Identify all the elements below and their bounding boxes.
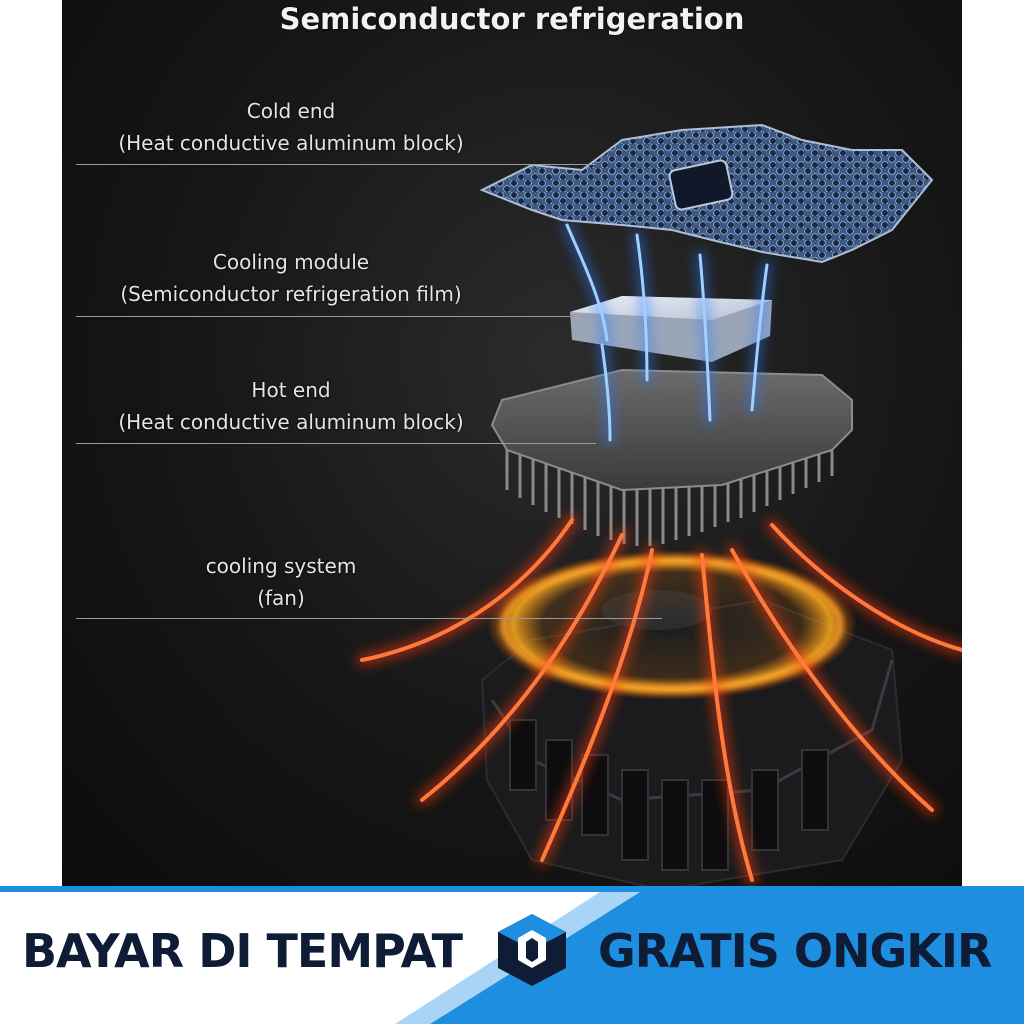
label-hot-end-detail: (Heat conductive aluminum block) xyxy=(76,406,506,438)
free-shipping-label: GRATIS ONGKIR xyxy=(598,924,991,978)
label-cold-end-detail: (Heat conductive aluminum block) xyxy=(76,127,506,159)
leader-cooling-module xyxy=(76,316,596,317)
label-hot-end: Hot end (Heat conductive aluminum block) xyxy=(76,374,506,438)
leader-hot-end xyxy=(76,443,596,444)
diagram-panel: Semiconductor refrigeration Cold end (He… xyxy=(62,0,962,890)
label-cooling-system-name: cooling system xyxy=(76,550,486,582)
label-cooling-module: Cooling module (Semiconductor refrigerat… xyxy=(76,246,506,310)
leader-cold-end xyxy=(76,164,596,165)
label-cold-end: Cold end (Heat conductive aluminum block… xyxy=(76,95,506,159)
diagram-title: Semiconductor refrigeration xyxy=(62,2,962,36)
label-cooling-module-name: Cooling module xyxy=(76,246,506,278)
cash-on-delivery-label: BAYAR DI TEMPAT xyxy=(22,924,462,978)
store-logo-icon xyxy=(490,908,574,992)
label-cooling-system: cooling system (fan) xyxy=(76,550,486,614)
label-hot-end-name: Hot end xyxy=(76,374,506,406)
label-cooling-system-detail: (fan) xyxy=(76,582,486,614)
label-cooling-module-detail: (Semiconductor refrigeration film) xyxy=(76,278,506,310)
label-cold-end-name: Cold end xyxy=(76,95,506,127)
leader-cooling-system xyxy=(76,618,662,619)
